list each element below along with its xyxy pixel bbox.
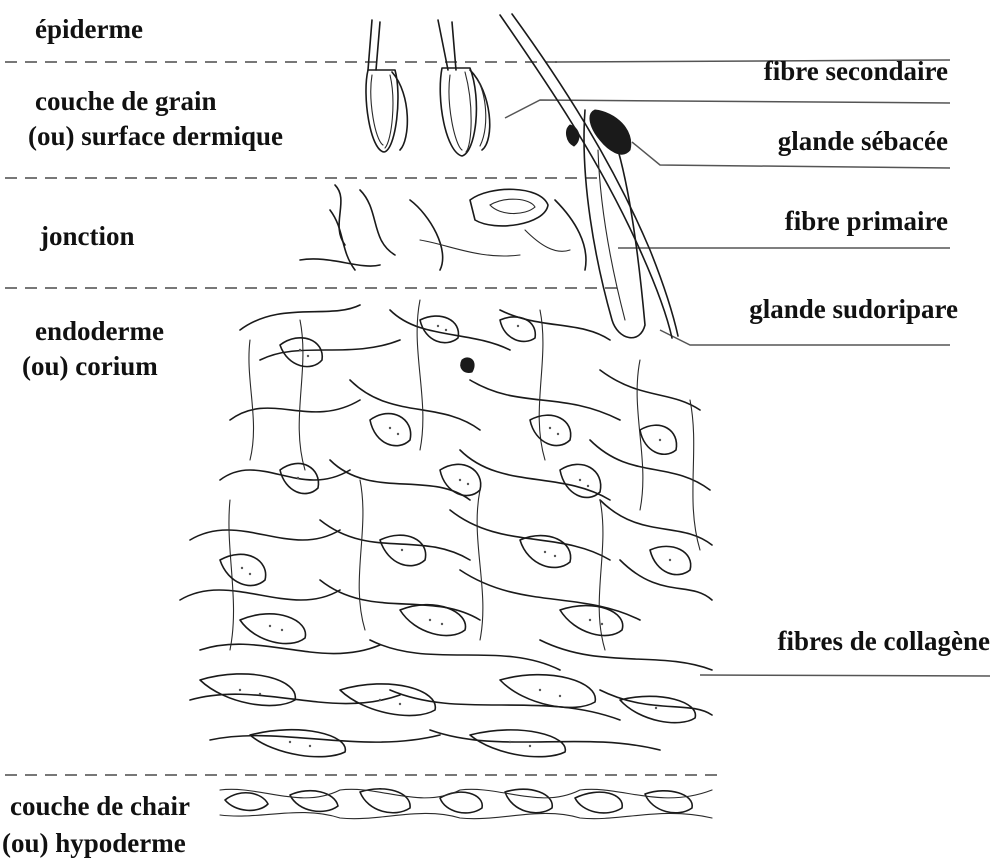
label-primary-fibre: fibre primaire [785, 206, 948, 236]
right-labels: fibre secondaire glande sébacée fibre pr… [749, 56, 990, 656]
label-secondary-fibre: fibre secondaire [764, 56, 948, 86]
label-grain-layer-1: couche de grain [35, 86, 217, 116]
label-flesh-layer-2: (ou) hypoderme [2, 828, 186, 858]
leader-sweat-gland [660, 330, 950, 345]
layer-dividers [5, 62, 720, 775]
label-sebaceous-gland: glande sébacée [778, 126, 948, 156]
leader-collagen-fibres [700, 675, 990, 676]
label-grain-layer-2: (ou) surface dermique [28, 121, 283, 151]
junction-tissue [300, 185, 586, 270]
sebaceous-gland-shape [590, 110, 631, 154]
left-labels: épiderme couche de grain (ou) surface de… [2, 14, 283, 858]
corium-fibres [180, 300, 712, 757]
label-sweat-gland: glande sudoripare [749, 294, 958, 324]
stippling [239, 325, 671, 747]
label-collagen-fibres: fibres de collagène [778, 626, 990, 656]
label-corium-1: endoderme [35, 316, 164, 346]
hypodermis-tissue [220, 789, 712, 819]
label-corium-2: (ou) corium [22, 351, 158, 381]
label-epidermis: épiderme [35, 14, 143, 44]
label-flesh-layer-1: couche de chair [10, 791, 190, 821]
label-junction: jonction [39, 221, 135, 251]
